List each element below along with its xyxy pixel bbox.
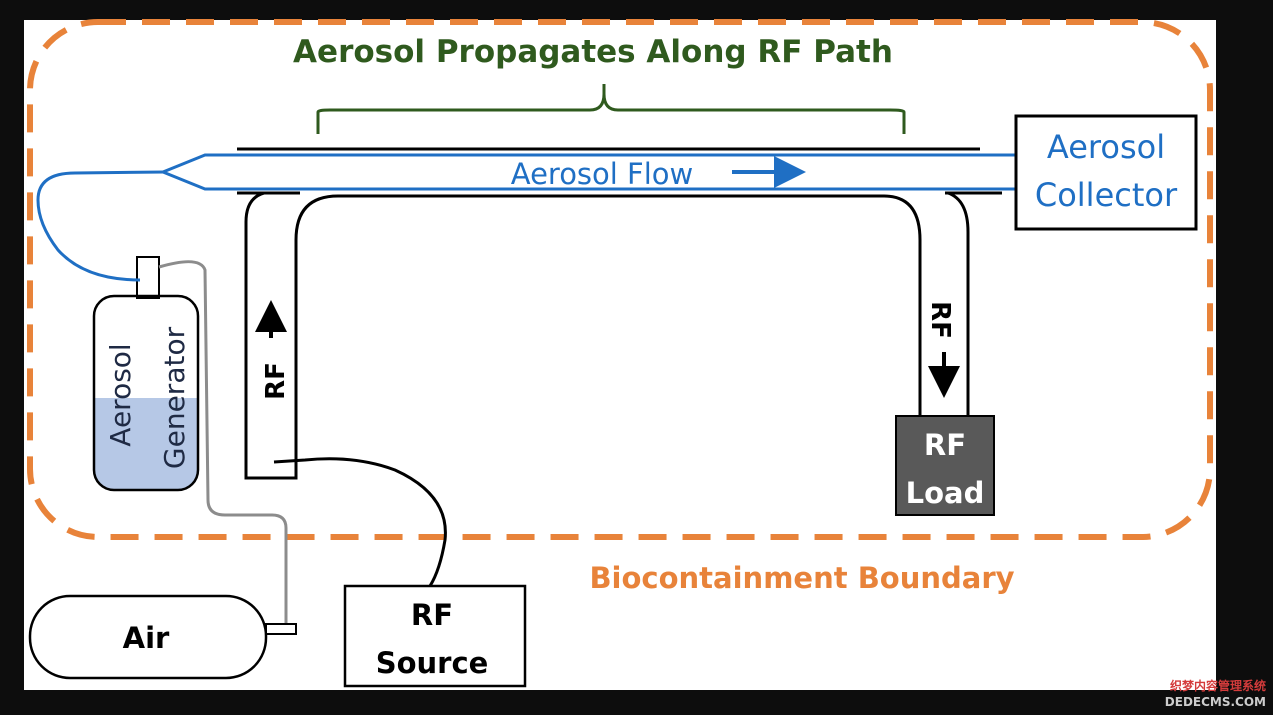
rf-source-label-line1: RF	[411, 598, 453, 632]
rf-source-label-line2: Source	[376, 646, 489, 680]
aerosol-collector-box	[1014, 114, 1198, 231]
rf-load-label-line2: Load	[906, 476, 985, 510]
collector-label-line2: Collector	[1035, 176, 1178, 214]
generator-label-line2: Generator	[158, 326, 191, 469]
biocontainment-label: Biocontainment Boundary	[589, 561, 1014, 595]
collector-label-line1: Aerosol	[1047, 128, 1165, 166]
generator-nozzle	[136, 256, 160, 299]
rf-load-label-line1: RF	[924, 428, 966, 462]
aerosol-feed-tube	[36, 170, 166, 282]
rf-source-box	[343, 584, 527, 688]
generator-label-line1: Aerosol	[104, 343, 137, 446]
rf-source-cable	[273, 457, 447, 587]
generator-liquid	[94, 398, 198, 490]
rf-left-label: RF	[261, 362, 291, 400]
aerosol-generator-body	[92, 294, 200, 492]
rf-waveguide-right	[947, 191, 970, 418]
watermark-line1: 织梦内容管理系统	[1170, 678, 1266, 693]
watermark-line2: DEDECMS.COM	[1165, 695, 1266, 709]
biocontainment-boundary	[27, 19, 1213, 540]
air-supply-line	[158, 260, 288, 624]
span-brace	[316, 84, 906, 134]
title-label: Aerosol Propagates Along RF Path	[293, 34, 893, 70]
rf-waveguide-outer	[244, 191, 922, 480]
air-label: Air	[123, 621, 170, 655]
air-cylinder-valve	[265, 623, 297, 635]
rf-right-label: RF	[925, 301, 955, 339]
air-cylinder	[28, 594, 268, 680]
aerosol-flow-label: Aerosol Flow	[511, 157, 694, 191]
rf-load-box	[895, 415, 995, 516]
